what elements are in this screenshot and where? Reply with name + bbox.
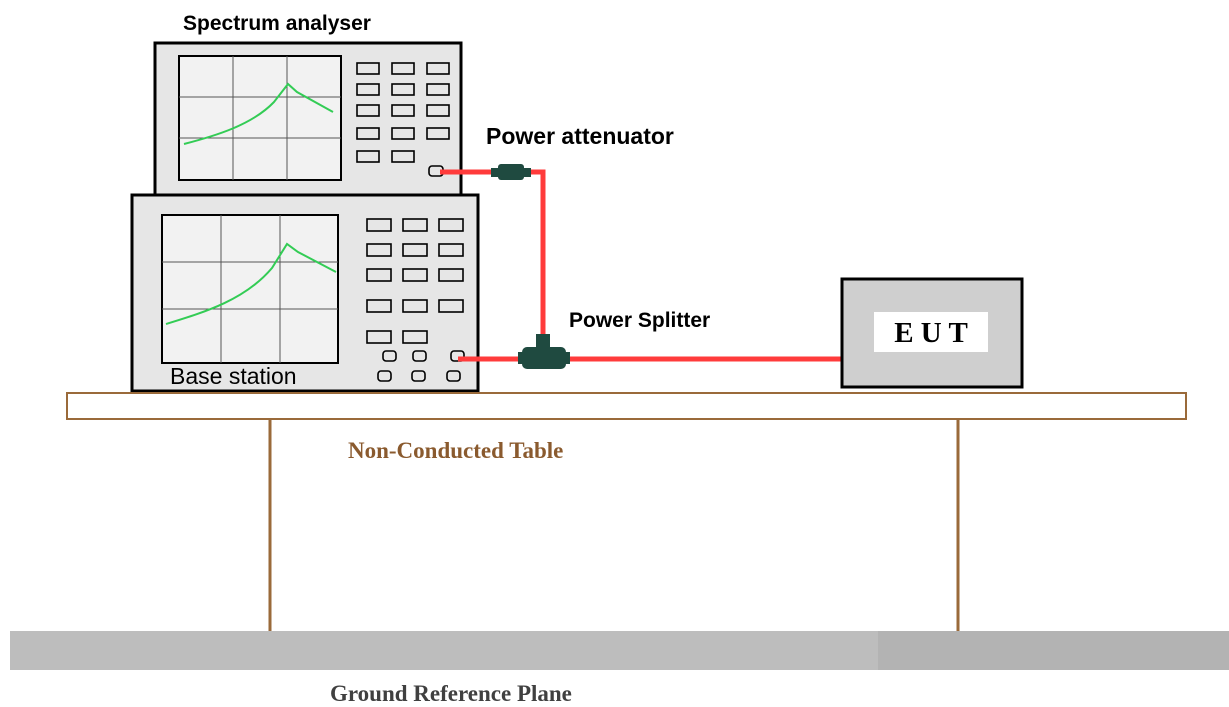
spectrum-analyser-label: Spectrum analyser	[183, 12, 371, 35]
base-station-trace	[165, 242, 337, 325]
base-station-label: Base station	[170, 363, 297, 389]
spectrum-analyser	[153, 41, 463, 197]
spectrum-analyser-grid	[179, 56, 341, 180]
table-label: Non-Conducted Table	[348, 438, 563, 463]
base-station: Base station	[130, 193, 480, 393]
cable-analyser-to-splitter	[440, 169, 546, 353]
spectrum-analyser-trace	[183, 82, 334, 145]
eut-label: E U T	[894, 317, 968, 349]
eut-device: E U T	[840, 277, 1024, 389]
base-station-grid	[162, 215, 338, 363]
base-station-keypad	[366, 218, 465, 382]
table-top	[66, 392, 1187, 420]
power-attenuator	[491, 164, 531, 180]
non-conducted-table	[66, 392, 1187, 631]
power-splitter-label: Power Splitter	[569, 309, 710, 332]
spectrum-analyser-keypad	[356, 62, 450, 177]
power-splitter	[518, 334, 570, 369]
power-attenuator-label: Power attenuator	[486, 123, 674, 149]
ground-reference-plane	[10, 631, 1229, 670]
spectrum-analyser-screen	[178, 55, 342, 181]
ground-label: Ground Reference Plane	[330, 681, 572, 706]
